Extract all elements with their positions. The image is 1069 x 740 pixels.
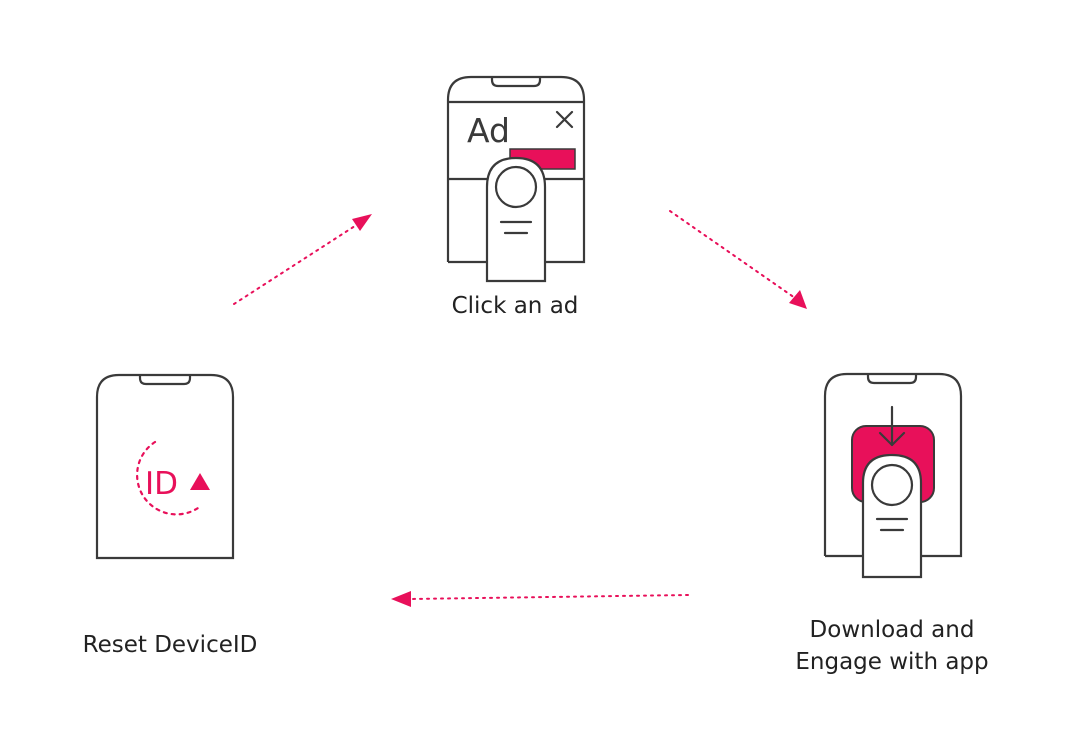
arrowhead-icon	[352, 214, 372, 231]
step-caption-click-ad: Click an ad	[451, 293, 579, 319]
finger-tap-icon	[861, 453, 923, 579]
step-reset: ID	[95, 373, 235, 560]
step-caption-reset: Reset DeviceID	[82, 632, 258, 658]
close-icon	[555, 110, 574, 129]
step-download	[823, 372, 963, 579]
phone-icon	[446, 75, 586, 264]
flow-arrow-reset-to-click	[233, 214, 372, 305]
flow-arrow-download-to-reset	[391, 591, 689, 607]
step-caption-download-line2: Engage with app	[795, 649, 989, 675]
step-click-ad: Ad	[446, 75, 586, 283]
phone-icon	[823, 372, 963, 558]
id-label: ID	[145, 466, 178, 502]
finger-tap-icon	[485, 156, 547, 283]
download-arrow-icon	[878, 405, 906, 447]
arrowhead-icon	[391, 591, 411, 607]
arrowhead-icon	[789, 290, 807, 309]
phone-icon	[95, 373, 235, 560]
flow-arrow-click-to-download	[669, 210, 807, 309]
refresh-arrowhead-icon	[190, 473, 210, 490]
step-caption-download: Download and Engage with app	[742, 614, 1042, 678]
refresh-circle-icon	[136, 440, 210, 516]
step-caption-download-line1: Download and	[809, 617, 975, 643]
ad-label: Ad	[467, 111, 510, 150]
